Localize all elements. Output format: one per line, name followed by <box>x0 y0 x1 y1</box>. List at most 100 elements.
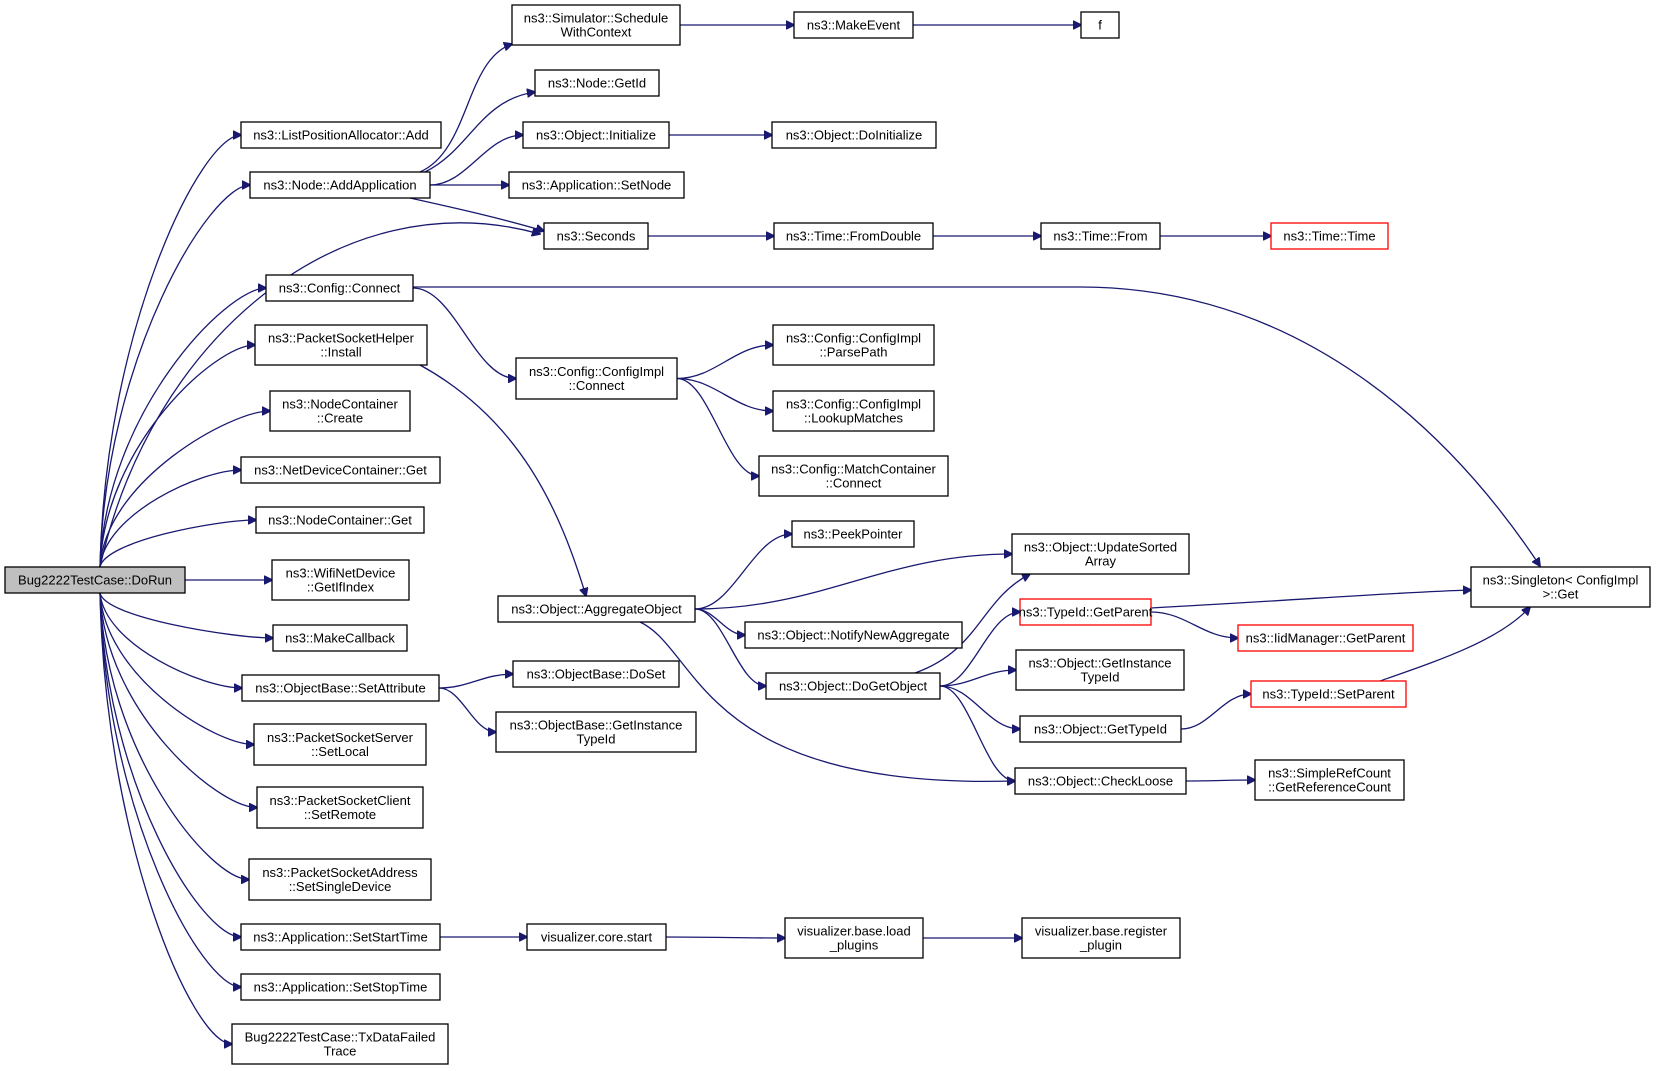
node-box-cfgimpl_parsepath[interactable] <box>772 324 935 366</box>
node-psa_setsingle[interactable]: ns3::PacketSocketAddress::SetSingleDevic… <box>248 858 432 901</box>
node-psc_setremote[interactable]: ns3::PacketSocketClient::SetRemote <box>256 786 424 829</box>
node-box-app_setstart[interactable] <box>240 923 441 951</box>
node-box-cfgimpl_connect[interactable] <box>515 357 678 400</box>
node-box-vis_register_plugin[interactable] <box>1021 917 1181 959</box>
node-box-typeid_setparent[interactable] <box>1250 680 1407 708</box>
node-obj_notify[interactable]: ns3::Object::NotifyNewAggregate <box>744 621 963 649</box>
node-box-ob_getinstancetypeid[interactable] <box>495 711 697 753</box>
node-peekpointer[interactable]: ns3::PeekPointer <box>791 520 915 548</box>
node-box-vis_load_plugins[interactable] <box>784 917 924 959</box>
node-ob_doset[interactable]: ns3::ObjectBase::DoSet <box>512 660 680 688</box>
node-box-peekpointer[interactable] <box>791 520 915 548</box>
node-makeevent[interactable]: ns3::MakeEvent <box>793 11 914 39</box>
node-obj_dogetobject[interactable]: ns3::Object::DoGetObject <box>765 672 941 700</box>
node-box-time_fromdouble[interactable] <box>773 222 934 250</box>
node-nc_create[interactable]: ns3::NodeContainer::Create <box>269 390 411 432</box>
node-box-addapp[interactable] <box>249 171 431 199</box>
node-time_time[interactable]: ns3::Time::Time <box>1270 222 1389 250</box>
node-box-psh_install[interactable] <box>254 324 428 366</box>
node-box-time_time[interactable] <box>1270 222 1389 250</box>
node-box-obj_checkloose[interactable] <box>1014 767 1187 795</box>
node-iidmanager_getparent[interactable]: ns3::IidManager::GetParent <box>1237 624 1414 652</box>
node-box-obj_updatesorted[interactable] <box>1011 533 1190 575</box>
node-box-sim_schedule[interactable] <box>511 4 681 46</box>
node-seconds[interactable]: ns3::Seconds <box>543 222 649 250</box>
node-nc_get[interactable]: ns3::NodeContainer::Get <box>255 506 425 534</box>
node-box-wnd_getifindex[interactable] <box>271 559 410 601</box>
node-box-pss_setlocal[interactable] <box>253 723 427 766</box>
node-box-txdatafailed[interactable] <box>231 1023 449 1065</box>
node-box-app_setstop[interactable] <box>240 973 441 1001</box>
node-vis_core_start[interactable]: visualizer.core.start <box>526 923 667 951</box>
node-pss_setlocal[interactable]: ns3::PacketSocketServer::SetLocal <box>253 723 427 766</box>
node-vis_register_plugin[interactable]: visualizer.base.register_plugin <box>1021 917 1181 959</box>
node-box-time_from[interactable] <box>1040 222 1161 250</box>
node-box-simplerefcount[interactable] <box>1254 759 1405 801</box>
node-dorun[interactable]: Bug2222TestCase::DoRun <box>4 566 186 594</box>
node-obj_aggregate[interactable]: ns3::Object::AggregateObject <box>497 595 696 623</box>
node-box-f[interactable] <box>1080 11 1120 39</box>
node-box-obj_notify[interactable] <box>744 621 963 649</box>
node-box-obj_initialize[interactable] <box>522 121 670 149</box>
node-box-ob_doset[interactable] <box>512 660 680 688</box>
node-typeid_setparent[interactable]: ns3::TypeId::SetParent <box>1250 680 1407 708</box>
node-vis_load_plugins[interactable]: visualizer.base.load_plugins <box>784 917 924 959</box>
node-cfgimpl_connect[interactable]: ns3::Config::ConfigImpl::Connect <box>515 357 678 400</box>
node-time_from[interactable]: ns3::Time::From <box>1040 222 1161 250</box>
node-node_getid[interactable]: ns3::Node::GetId <box>534 69 660 97</box>
node-box-obj_getinstancetypeid[interactable] <box>1015 649 1185 691</box>
node-box-ndc_get[interactable] <box>240 456 441 484</box>
node-lpa_add[interactable]: ns3::ListPositionAllocator::Add <box>240 121 442 149</box>
node-cfg_connect[interactable]: ns3::Config::Connect <box>265 274 414 302</box>
node-box-nc_get[interactable] <box>255 506 425 534</box>
node-box-lpa_add[interactable] <box>240 121 442 149</box>
node-box-psc_setremote[interactable] <box>256 786 424 829</box>
node-obj_checkloose[interactable]: ns3::Object::CheckLoose <box>1014 767 1187 795</box>
node-box-typeid_getparent[interactable] <box>1019 598 1152 626</box>
node-obj_gettypeid[interactable]: ns3::Object::GetTypeId <box>1019 715 1182 743</box>
node-box-obj_doinitialize[interactable] <box>771 121 937 149</box>
node-wnd_getifindex[interactable]: ns3::WifiNetDevice::GetIfIndex <box>271 559 410 601</box>
node-box-psa_setsingle[interactable] <box>248 858 432 901</box>
node-time_fromdouble[interactable]: ns3::Time::FromDouble <box>773 222 934 250</box>
node-cfgimpl_lookup[interactable]: ns3::Config::ConfigImpl::LookupMatches <box>772 390 935 432</box>
node-box-vis_core_start[interactable] <box>526 923 667 951</box>
node-app_setstart[interactable]: ns3::Application::SetStartTime <box>240 923 441 951</box>
node-simplerefcount[interactable]: ns3::SimpleRefCount::GetReferenceCount <box>1254 759 1405 801</box>
node-box-node_getid[interactable] <box>534 69 660 97</box>
node-f[interactable]: f <box>1080 11 1120 39</box>
node-box-obj_aggregate[interactable] <box>497 595 696 623</box>
node-typeid_getparent[interactable]: ns3::TypeId::GetParent <box>1019 598 1153 626</box>
node-psh_install[interactable]: ns3::PacketSocketHelper::Install <box>254 324 428 366</box>
node-box-makecallback[interactable] <box>272 624 408 652</box>
node-box-app_setnode[interactable] <box>508 171 685 199</box>
node-box-singleton_get[interactable] <box>1470 566 1651 608</box>
node-box-matchcontainer_connect[interactable] <box>758 455 949 497</box>
node-singleton_get[interactable]: ns3::Singleton< ConfigImpl>::Get <box>1470 566 1651 608</box>
node-box-cfg_connect[interactable] <box>265 274 414 302</box>
node-box-obj_gettypeid[interactable] <box>1019 715 1182 743</box>
node-ndc_get[interactable]: ns3::NetDeviceContainer::Get <box>240 456 441 484</box>
node-matchcontainer_connect[interactable]: ns3::Config::MatchContainer::Connect <box>758 455 949 497</box>
node-box-makeevent[interactable] <box>793 11 914 39</box>
node-addapp[interactable]: ns3::Node::AddApplication <box>249 171 431 199</box>
node-app_setnode[interactable]: ns3::Application::SetNode <box>508 171 685 199</box>
node-box-cfgimpl_lookup[interactable] <box>772 390 935 432</box>
node-box-seconds[interactable] <box>543 222 649 250</box>
node-obj_doinitialize[interactable]: ns3::Object::DoInitialize <box>771 121 937 149</box>
node-box-nc_create[interactable] <box>269 390 411 432</box>
node-box-dorun[interactable] <box>4 566 186 594</box>
node-ob_setattr[interactable]: ns3::ObjectBase::SetAttribute <box>241 674 440 702</box>
node-box-iidmanager_getparent[interactable] <box>1237 624 1414 652</box>
node-obj_initialize[interactable]: ns3::Object::Initialize <box>522 121 670 149</box>
node-cfgimpl_parsepath[interactable]: ns3::Config::ConfigImpl::ParsePath <box>772 324 935 366</box>
node-box-obj_dogetobject[interactable] <box>765 672 941 700</box>
node-makecallback[interactable]: ns3::MakeCallback <box>272 624 408 652</box>
node-box-ob_setattr[interactable] <box>241 674 440 702</box>
node-app_setstop[interactable]: ns3::Application::SetStopTime <box>240 973 441 1001</box>
